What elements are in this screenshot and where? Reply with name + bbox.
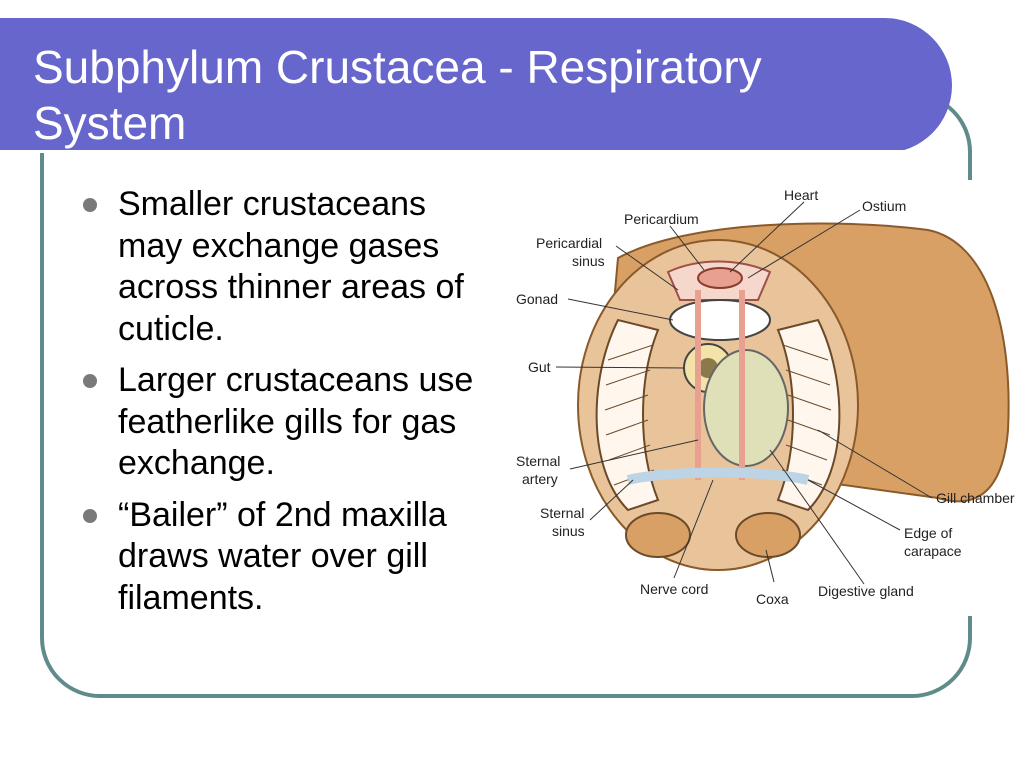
right-coxa xyxy=(735,512,801,558)
bullet-icon xyxy=(83,508,97,523)
sternal-artery xyxy=(695,290,745,480)
label-ostium: Ostium xyxy=(862,198,906,214)
gonad xyxy=(669,299,771,341)
label-sternal-sinus: Sternal xyxy=(540,505,584,521)
gill-filaments xyxy=(604,344,832,486)
bullet-icon xyxy=(83,374,97,388)
title-bar: Subphylum Crustacea - Respiratory System xyxy=(0,18,952,153)
bullet-item: Smaller crustaceans may exchange gases a… xyxy=(80,184,492,350)
bullet-item: “Bailer” of 2nd maxilla draws water over… xyxy=(80,495,492,620)
label-pericardium: Pericardium xyxy=(624,211,699,227)
bullet-text: Larger crustaceans use featherlike gills… xyxy=(118,361,474,482)
cross-section-diagram: Heart Ostium Pericardium Pericardial sin… xyxy=(516,187,1015,607)
crustacean-cross-section-figure: Heart Ostium Pericardium Pericardial sin… xyxy=(508,180,1024,616)
label-sternal-artery: Sternal xyxy=(516,453,560,469)
label-sternal-artery: artery xyxy=(522,471,558,487)
label-coxa: Coxa xyxy=(756,591,789,607)
label-nerve-cord: Nerve cord xyxy=(640,581,708,597)
title-underline xyxy=(0,150,908,153)
label-edge-of-carapace: carapace xyxy=(904,543,962,559)
sternal-sinus xyxy=(626,467,810,485)
label-gonad: Gonad xyxy=(516,291,558,307)
label-gut: Gut xyxy=(528,359,551,375)
bullet-text: “Bailer” of 2nd maxilla draws water over… xyxy=(118,495,447,617)
label-digestive-gland: Digestive gland xyxy=(818,583,914,599)
left-coxa xyxy=(625,512,691,558)
label-pericardial-sinus: sinus xyxy=(572,253,605,269)
leader-lines xyxy=(555,201,933,585)
label-heart: Heart xyxy=(784,187,818,203)
slide-title: Subphylum Crustacea - Respiratory System xyxy=(33,41,762,149)
right-gill xyxy=(776,318,841,512)
label-pericardial-sinus: Pericardial xyxy=(536,235,602,251)
digestive-gland xyxy=(703,349,789,467)
heart xyxy=(697,267,743,289)
bullet-icon xyxy=(83,198,97,212)
label-gill-chamber: Gill chamber xyxy=(936,490,1015,506)
bullet-list: Smaller crustaceans may exchange gases a… xyxy=(80,184,492,629)
label-edge-of-carapace: Edge of xyxy=(904,525,952,541)
bullet-text: Smaller crustaceans may exchange gases a… xyxy=(118,185,464,348)
label-sternal-sinus: sinus xyxy=(552,523,585,539)
bullet-item: Larger crustaceans use featherlike gills… xyxy=(80,360,492,485)
